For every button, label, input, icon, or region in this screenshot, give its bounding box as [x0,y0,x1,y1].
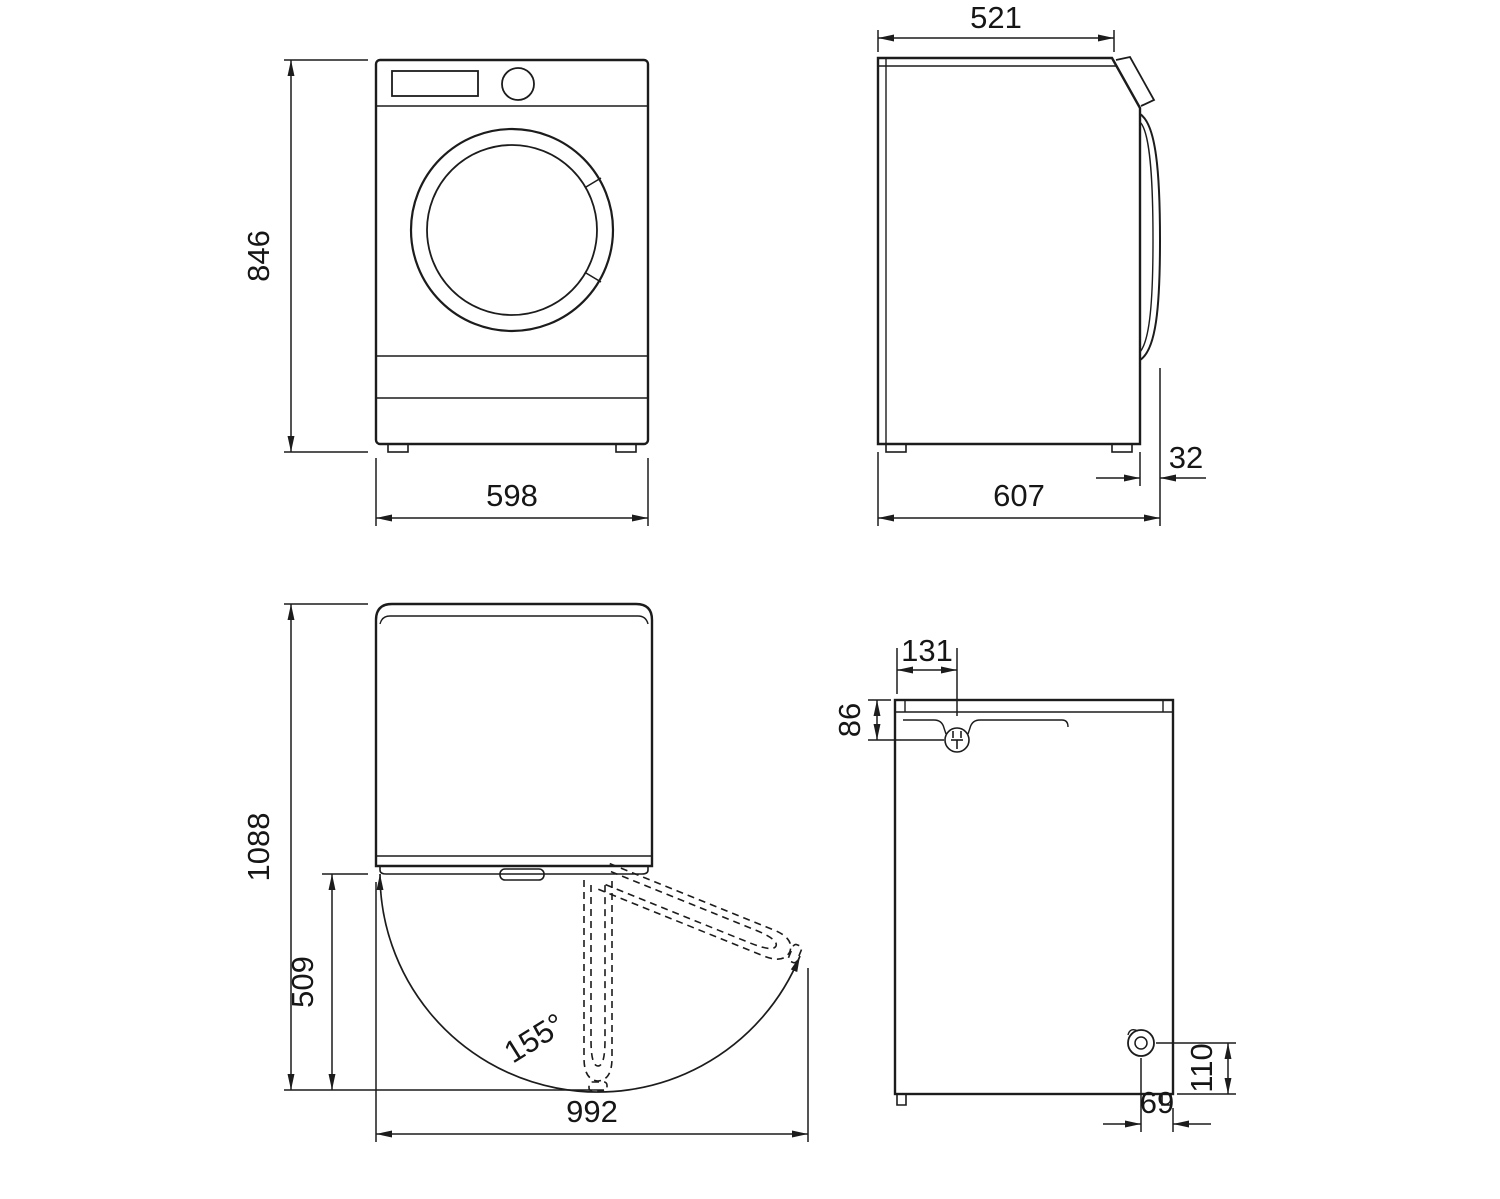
door-swing [376,862,806,1093]
door-position-155 [597,862,806,970]
door-outer-ring [409,127,615,333]
cord-recess-right [967,719,1069,735]
dim-label-total-depth-open: 1088 [241,813,276,882]
dim-label-side-total-depth: 607 [993,478,1045,513]
top-dimension-lines [284,603,809,1142]
top-body [374,602,654,868]
dim-label-side-top-depth: 521 [970,0,1022,35]
side-dimension-lines [877,30,1206,526]
back-dimension-lines [868,648,1236,1132]
top-view [374,602,654,881]
back-body [893,698,1175,1096]
door-hinge-tick-bottom [585,272,602,283]
dim-label-front-width: 598 [486,478,538,513]
side-door-inner [1139,121,1154,353]
dim-label-front-height: 846 [241,230,276,282]
front-foot-left [387,443,409,453]
side-foot-right [1111,443,1133,453]
side-door-outer [1139,113,1162,361]
dim-label-cord-from-left: 131 [901,633,953,668]
power-plug-icon [944,727,970,753]
front-dimension-lines [284,59,649,526]
dim-label-door-angle: 155° [498,1006,571,1070]
dim-label-total-width-open: 992 [566,1094,618,1129]
dim-label-cord-from-top: 86 [832,703,867,737]
dim-label-door-reach: 509 [285,956,320,1008]
side-foot-left [885,443,907,453]
door-hinge-tick-top [585,177,602,188]
dim-label-door-protrusion: 32 [1169,440,1203,475]
front-body [374,58,650,446]
top-back-inner-curve [379,615,649,625]
back-view [893,698,1175,1106]
back-leg-left [896,1094,907,1106]
cord-recess-left [903,719,947,735]
door-position-90 [583,879,613,1092]
door-swing-arc [376,873,801,1093]
side-control-panel-edge [1115,55,1156,107]
dim-label-drain-from-bottom: 110 [1184,1043,1219,1092]
door-inner-ring [426,144,598,316]
program-knob [501,67,535,101]
front-foot-right [615,443,637,453]
display-panel [391,70,479,97]
back-leg-right [1161,1094,1172,1106]
side-view [876,55,1162,453]
dim-label-drain-from-right: 69 [1140,1085,1174,1120]
drain-hose-icon [1127,1028,1155,1057]
side-body [876,56,1142,446]
front-view [374,58,650,453]
